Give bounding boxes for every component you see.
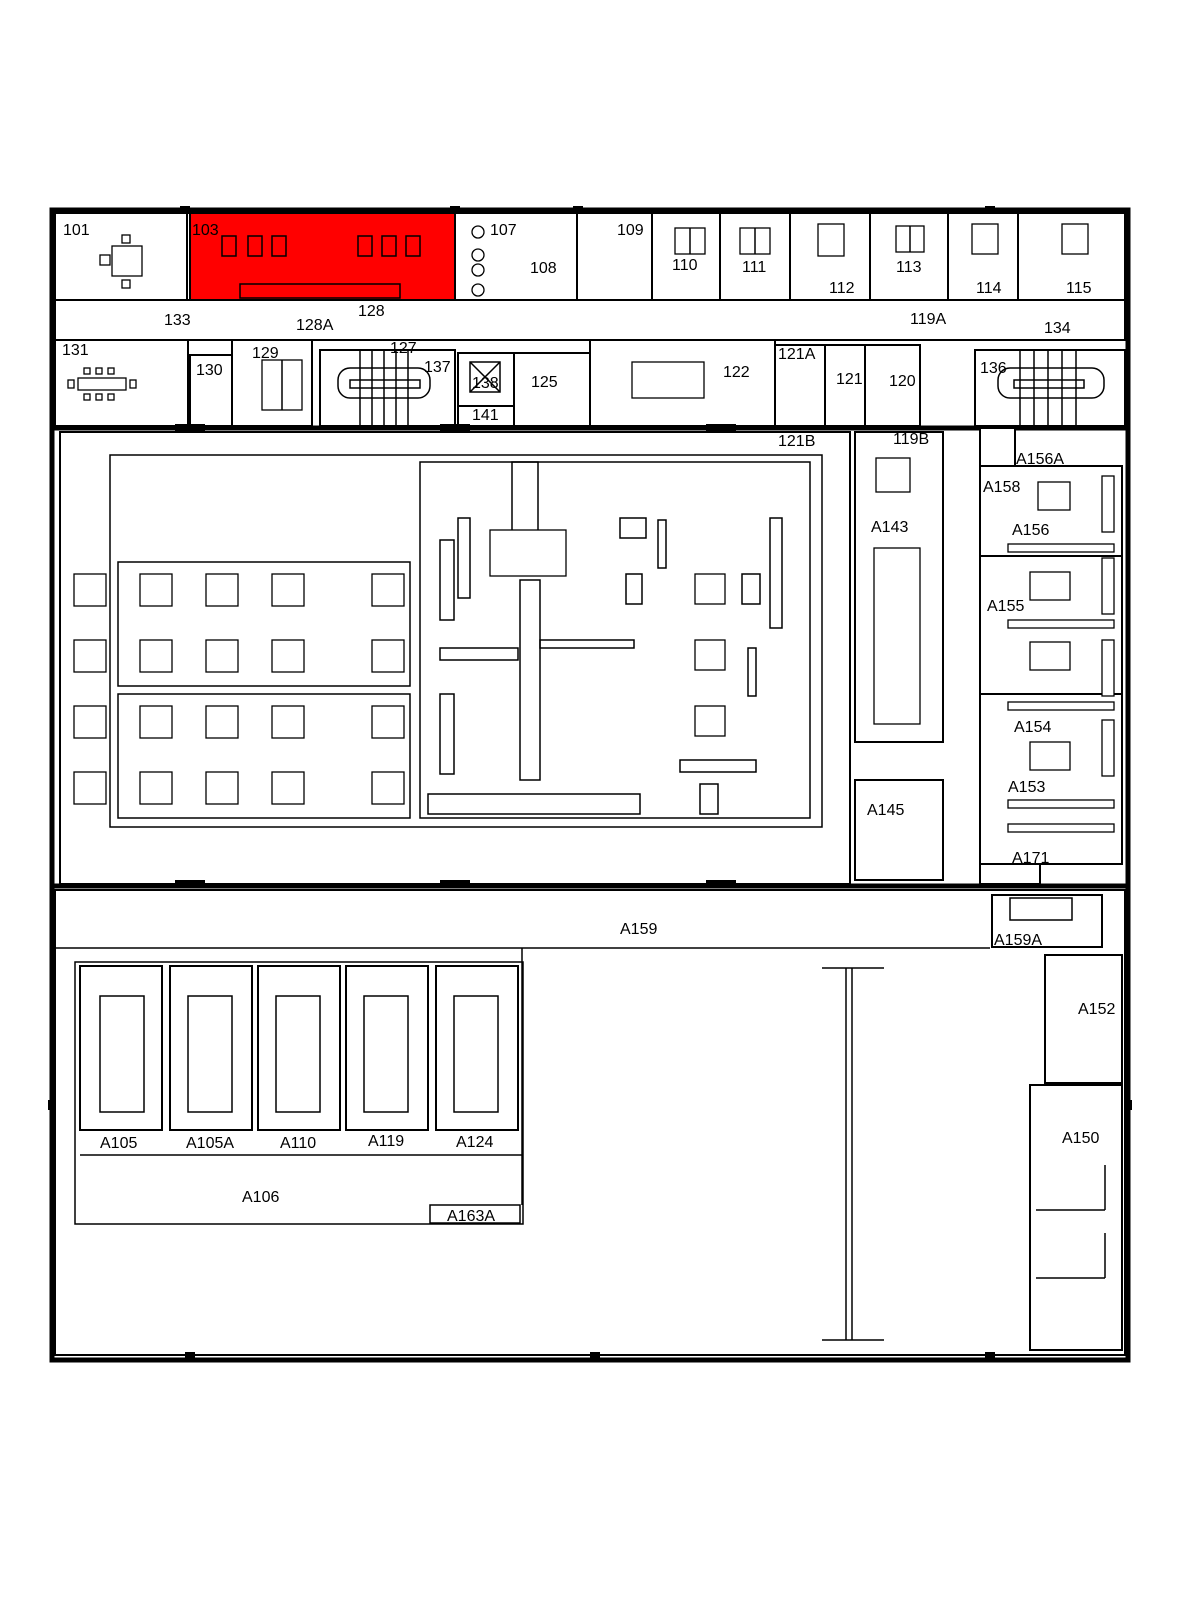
room-A171[interactable] [979, 863, 1041, 885]
label-137: 137 [424, 359, 451, 376]
structural-columns [48, 206, 1132, 1360]
label-A110: A110 [280, 1135, 316, 1152]
room-A124[interactable] [435, 965, 519, 1131]
label-107: 107 [490, 222, 517, 239]
room-120[interactable] [864, 344, 921, 427]
label-103: 103 [192, 222, 219, 239]
room-121[interactable] [824, 344, 866, 427]
room-103-furniture [221, 235, 421, 299]
room-labels: 101 103 107 108 109 110 111 112 113 114 … [62, 222, 1115, 1225]
label-114: 114 [976, 280, 1002, 297]
label-119B: 119B [893, 431, 929, 448]
label-133: 133 [164, 312, 191, 329]
room-A110[interactable] [257, 965, 341, 1131]
label-128: 128 [358, 303, 385, 320]
label-A105: A105 [100, 1135, 137, 1152]
label-131: 131 [62, 342, 89, 359]
room-A150[interactable] [1029, 1084, 1123, 1351]
room-122-equipment [631, 361, 705, 399]
label-136: 136 [980, 360, 1007, 377]
room-101-desk [99, 234, 143, 289]
label-A154: A154 [1014, 719, 1051, 736]
label-110: 110 [672, 257, 698, 274]
room-111[interactable] [719, 212, 791, 301]
elevator-icon [469, 361, 501, 393]
label-128A: 128A [296, 317, 334, 334]
label-A152: A152 [1078, 1001, 1115, 1018]
label-122: 122 [723, 364, 750, 381]
label-A159A: A159A [994, 932, 1042, 949]
label-121: 121 [836, 371, 863, 388]
label-121B: 121B [778, 433, 815, 450]
label-A150: A150 [1062, 1130, 1099, 1147]
label-112: 112 [829, 280, 855, 297]
label-119A: 119A [910, 311, 947, 328]
label-A163A: A163A [447, 1208, 495, 1225]
room-107-chairs [471, 225, 485, 297]
label-A153: A153 [1008, 779, 1045, 796]
lab-boxes-left [73, 573, 405, 805]
lab-machinery [427, 461, 783, 815]
stairs-icon [337, 350, 1105, 426]
label-A156A: A156A [1016, 451, 1064, 468]
label-130: 130 [196, 362, 223, 379]
room-A145[interactable] [854, 779, 944, 881]
room-A105[interactable] [79, 965, 163, 1131]
label-115: 115 [1066, 280, 1092, 297]
label-120: 120 [889, 373, 916, 390]
label-A155: A155 [987, 598, 1024, 615]
label-A145: A145 [867, 802, 904, 819]
room-A153[interactable] [979, 693, 1123, 865]
room-A105A[interactable] [169, 965, 253, 1131]
room-130[interactable] [189, 354, 233, 427]
right-wing-desks [873, 457, 1115, 833]
label-A159: A159 [620, 921, 657, 938]
label-129: 129 [252, 345, 279, 362]
lab-hall [59, 431, 851, 885]
label-113: 113 [896, 259, 922, 276]
label-A119: A119 [368, 1133, 404, 1150]
label-134: 134 [1044, 320, 1071, 337]
room-109[interactable] [576, 212, 653, 301]
room-131-table [67, 367, 137, 401]
room-A156[interactable] [979, 465, 1123, 557]
label-101: 101 [63, 222, 90, 239]
right-wing-rooms [854, 427, 1123, 885]
room-129-desks [261, 359, 303, 411]
room-137[interactable] [319, 349, 456, 427]
label-111: 111 [742, 259, 766, 276]
room-A156A[interactable] [979, 427, 1016, 467]
label-138: 138 [472, 375, 499, 392]
office-desks [674, 223, 1089, 257]
label-A106: A106 [242, 1189, 279, 1206]
label-109: 109 [617, 222, 644, 239]
label-108: 108 [530, 260, 557, 277]
label-141: 141 [472, 407, 499, 424]
corridor-133-134 [54, 299, 1126, 341]
label-A171: A171 [1012, 850, 1049, 867]
label-121A: 121A [778, 346, 816, 363]
label-A105A: A105A [186, 1135, 234, 1152]
second-row-rooms [54, 339, 1126, 427]
room-A119[interactable] [345, 965, 429, 1131]
label-125: 125 [531, 374, 558, 391]
label-127: 127 [390, 340, 417, 357]
label-A156: A156 [1012, 522, 1049, 539]
room-131[interactable] [54, 339, 189, 427]
label-A143: A143 [871, 519, 908, 536]
lower-wing [54, 889, 1126, 1356]
label-A124: A124 [456, 1134, 493, 1151]
room-A152[interactable] [1044, 954, 1123, 1084]
label-A158: A158 [983, 479, 1020, 496]
